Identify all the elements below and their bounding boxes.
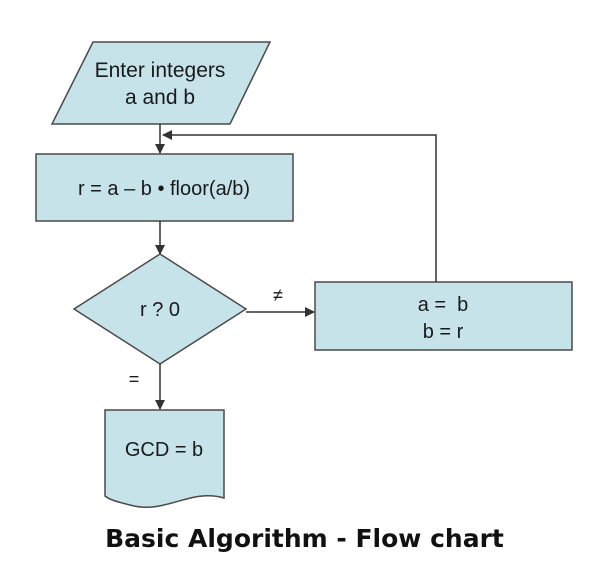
compute-rect <box>35 153 294 222</box>
update-label-line2: b = r <box>423 321 464 343</box>
edge-label-equal: = <box>129 369 140 389</box>
update-rect <box>314 281 573 351</box>
input-label-line2: a and b <box>125 86 195 109</box>
input-parallelogram <box>50 41 272 125</box>
arrow-loop-back <box>162 130 437 282</box>
output-label: GCD = b <box>125 439 203 461</box>
output-node: GCD = b <box>104 409 225 508</box>
output-document-shape <box>104 409 225 508</box>
decision-node: r ? 0 <box>72 253 248 365</box>
diagram-caption: Basic Algorithm - Flow chart <box>105 524 504 553</box>
compute-node: r = a – b • floor(a/b) <box>35 153 294 222</box>
input-node: Enter integers a and b <box>50 41 272 125</box>
compute-label: r = a – b • floor(a/b) <box>78 178 250 200</box>
update-label-line1: a = b <box>418 294 469 316</box>
input-label-line1: Enter integers <box>95 59 226 82</box>
update-node: a = b b = r <box>314 281 573 351</box>
edge-label-not-equal: ≠ <box>273 285 283 305</box>
decision-label: r ? 0 <box>140 299 180 321</box>
